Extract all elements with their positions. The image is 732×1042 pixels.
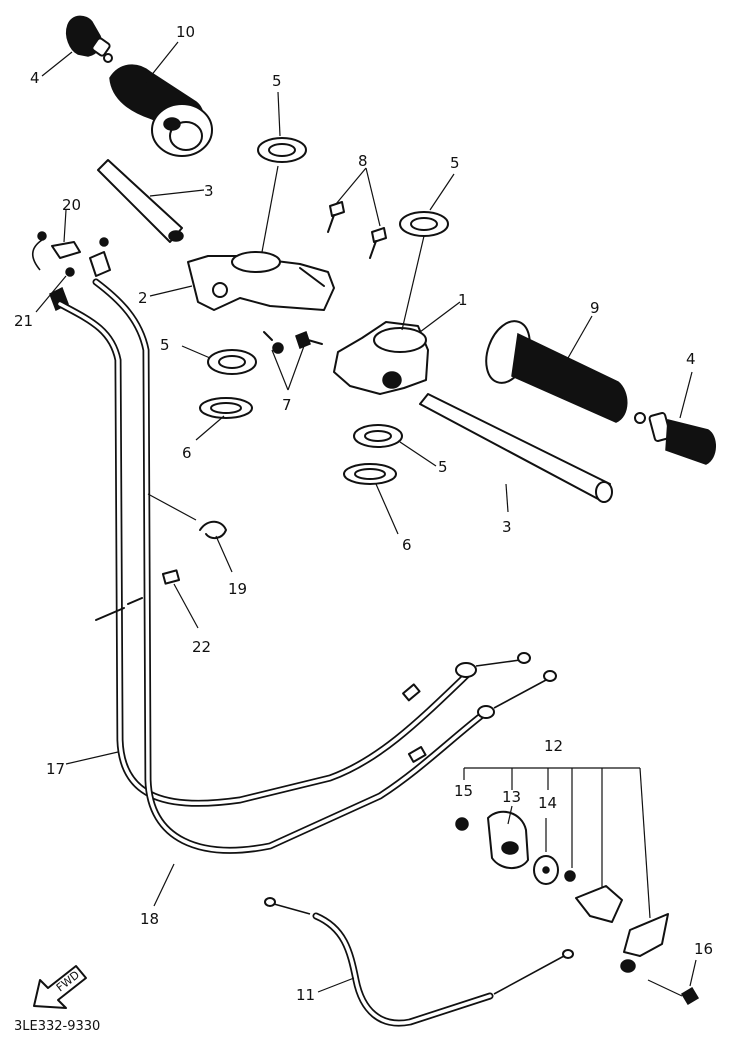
- label-4-right: 4: [686, 350, 696, 368]
- label-17: 17: [46, 760, 65, 778]
- label-8: 8: [358, 152, 368, 170]
- label-21: 21: [14, 312, 33, 330]
- label-9: 9: [590, 299, 600, 317]
- catalog-code: 3LE332-9330: [14, 1019, 100, 1034]
- collar-washer-right: [343, 463, 397, 485]
- grip-end-weight-left: [66, 15, 113, 63]
- grip-end-weight-right: [634, 412, 716, 465]
- label-19: 19: [228, 580, 247, 598]
- label-6-left: 6: [182, 444, 192, 462]
- throttle-cables: [56, 278, 557, 854]
- handlebar-grip: [485, 320, 628, 423]
- throttle-housing-lower: [187, 251, 335, 311]
- label-20: 20: [62, 196, 81, 214]
- starter-cable: [264, 897, 574, 1027]
- grip-tube-right: [419, 393, 613, 503]
- cable-end-fittings: [31, 231, 111, 312]
- label-6-right: 6: [402, 536, 412, 554]
- label-22: 22: [192, 638, 211, 656]
- throttle-housing-upper: [333, 321, 429, 395]
- rubber-seal-lower-left: [207, 349, 257, 375]
- collar-washer-left: [199, 397, 253, 419]
- screw-pair: [327, 201, 387, 259]
- label-4-left: 4: [30, 69, 40, 87]
- label-11: 11: [296, 986, 315, 1004]
- label-1: 1: [458, 291, 468, 309]
- grip-tube-left: [97, 159, 184, 243]
- cable-band: [95, 569, 181, 621]
- throttle-grip: [109, 64, 213, 157]
- leader-lines: [35, 41, 697, 997]
- label-13: 13: [502, 788, 521, 806]
- label-3-left: 3: [204, 182, 214, 200]
- rubber-seal-top: [257, 137, 307, 163]
- label-14: 14: [538, 794, 557, 812]
- rubber-seal-right: [399, 211, 449, 237]
- part-number-labels: 4 10 3 5 8 5 1 2 9 4 20 21 5 7 6 5 6 3 1…: [14, 23, 713, 1004]
- label-18: 18: [140, 910, 159, 928]
- label-15: 15: [454, 782, 473, 800]
- label-5-top: 5: [272, 72, 282, 90]
- starter-lever-assembly: [455, 810, 700, 1006]
- label-7: 7: [282, 396, 292, 414]
- label-12: 12: [544, 737, 563, 755]
- label-10: 10: [176, 23, 195, 41]
- label-5-lower-right: 5: [438, 458, 448, 476]
- rubber-seal-lower-right: [353, 424, 403, 448]
- screw-pair-lower: [263, 331, 323, 354]
- label-3-right: 3: [502, 518, 512, 536]
- cable-clip: [199, 520, 227, 540]
- label-5-right: 5: [450, 154, 460, 172]
- label-16: 16: [694, 940, 713, 958]
- forward-direction-arrow: FWD: [33, 965, 87, 1009]
- label-2: 2: [138, 289, 148, 307]
- label-5-lower-left: 5: [160, 336, 170, 354]
